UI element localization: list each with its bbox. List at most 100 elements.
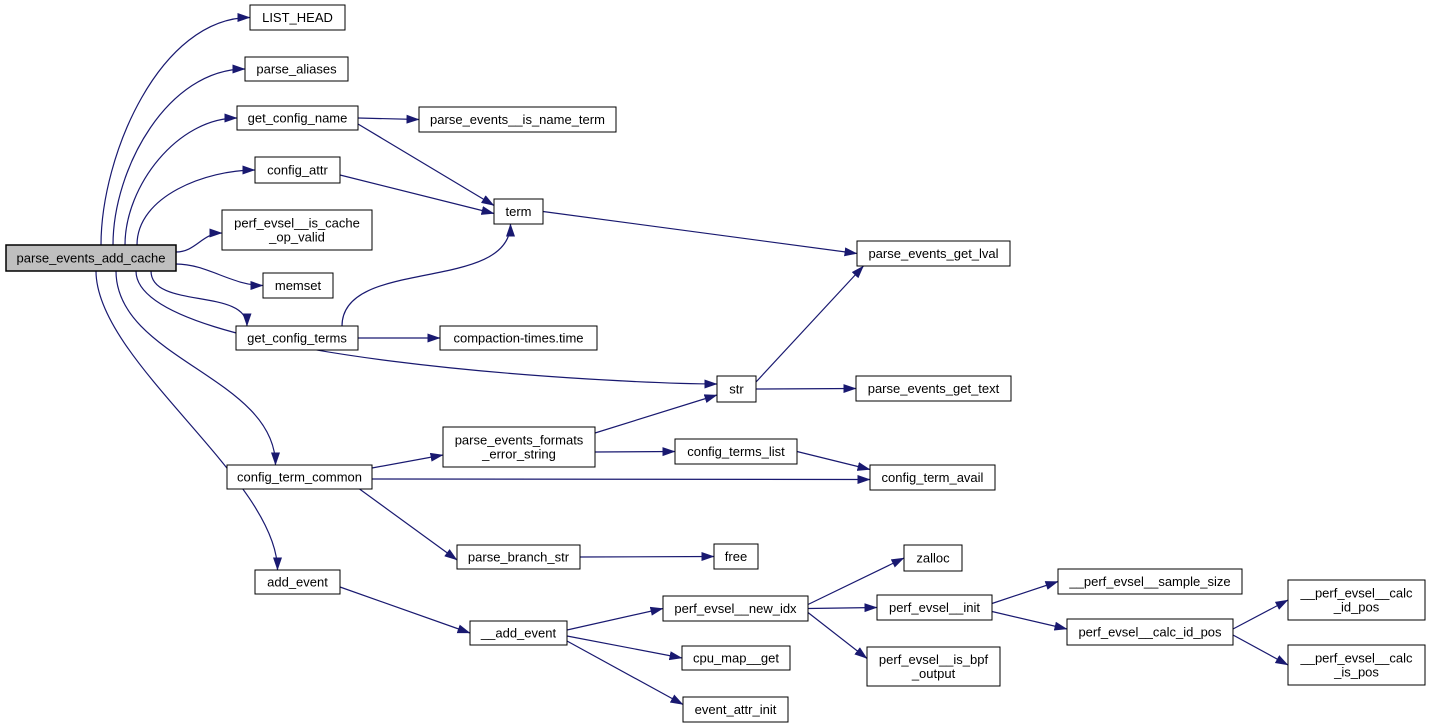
node-config_terms_list[interactable]: config_terms_list xyxy=(674,438,798,465)
node-label: perf_evsel__calc_id_pos xyxy=(1078,625,1222,640)
node-box xyxy=(855,375,1012,402)
node-box xyxy=(1057,568,1243,595)
edge-parse_events_add_cache-LIST_HEAD xyxy=(100,13,251,246)
edge-__add_event-event_attr_init xyxy=(566,640,684,706)
edge-parse_events_add_cache-get_config_terms xyxy=(150,270,252,327)
node-label: parse_events_formats_error_string xyxy=(455,433,584,462)
node-box xyxy=(1287,579,1426,621)
edge-__add_event-perf_evsel__new_idx xyxy=(566,606,664,631)
node-box xyxy=(418,106,617,133)
node-box xyxy=(713,543,759,570)
edge-parse_events_add_cache-add_event xyxy=(95,270,282,571)
node-__add_event[interactable]: __add_event xyxy=(469,620,568,646)
node-label: zalloc xyxy=(916,551,950,566)
node-parse_events_add_cache[interactable]: parse_events_add_cache xyxy=(5,244,177,272)
node-label: perf_evsel__is_bpf_output xyxy=(879,652,989,681)
node-cpu_map__get[interactable]: cpu_map__get xyxy=(681,645,791,671)
node-config_term_common[interactable]: config_term_common xyxy=(226,464,373,490)
edge-parse_events_add_cache-perf_evsel__is_cache_op_valid xyxy=(175,228,223,253)
node-label: perf_evsel__is_cache_op_valid xyxy=(234,216,360,245)
node-zalloc[interactable]: zalloc xyxy=(903,544,963,572)
node-box xyxy=(674,438,798,465)
node-label: memset xyxy=(275,278,322,293)
edge-perf_evsel__new_idx-perf_evsel__is_bpf_output xyxy=(807,612,868,659)
node-box xyxy=(221,209,373,251)
node-box xyxy=(442,426,596,468)
node-label: parse_events_get_text xyxy=(868,381,1000,396)
node-perf_evsel__new_idx[interactable]: perf_evsel__new_idx xyxy=(662,595,809,622)
node-compaction_times_time[interactable]: compaction-times.time xyxy=(439,325,598,351)
node-box xyxy=(456,544,581,570)
node-__perf_evsel__sample_size[interactable]: __perf_evsel__sample_size xyxy=(1057,568,1243,595)
node-perf_evsel__is_cache_op_valid[interactable]: perf_evsel__is_cache_op_valid xyxy=(221,209,373,251)
node-label: LIST_HEAD xyxy=(262,10,333,25)
node-label: __perf_evsel__calc_is_pos xyxy=(1299,651,1413,680)
node-perf_evsel__is_bpf_output[interactable]: perf_evsel__is_bpf_output xyxy=(866,646,1001,687)
node-label: config_term_common xyxy=(237,470,362,485)
edge-perf_evsel__new_idx-perf_evsel__init xyxy=(807,603,878,613)
edge-config_term_common-parse_branch_str xyxy=(359,488,458,561)
edge-get_config_terms-term xyxy=(341,223,515,327)
node-box xyxy=(262,272,334,299)
node-config_term_avail[interactable]: config_term_avail xyxy=(869,464,996,491)
node-label: parse_events__is_name_term xyxy=(430,112,605,127)
node-get_config_terms[interactable]: get_config_terms xyxy=(235,325,359,351)
node-box xyxy=(226,464,373,490)
node-perf_evsel__calc_id_pos[interactable]: perf_evsel__calc_id_pos xyxy=(1066,618,1234,646)
node-box xyxy=(236,105,359,131)
node-free[interactable]: free xyxy=(713,543,759,570)
node-label: parse_events_get_lval xyxy=(868,246,998,261)
node-event_attr_init[interactable]: event_attr_init xyxy=(682,696,789,723)
node-get_config_name[interactable]: get_config_name xyxy=(236,105,359,131)
node-box xyxy=(249,4,346,31)
node-str[interactable]: str xyxy=(716,375,757,403)
node-parse_events_get_lval[interactable]: parse_events_get_lval xyxy=(856,240,1011,267)
node-parse_events_formats_error_string[interactable]: parse_events_formats_error_string xyxy=(442,426,596,468)
edge-config_term_common-parse_events_formats_error_string xyxy=(371,452,444,469)
node-config_attr[interactable]: config_attr xyxy=(254,156,341,184)
edge-parse_events_formats_error_string-config_terms_list xyxy=(594,447,676,457)
node-parse_events_get_text[interactable]: parse_events_get_text xyxy=(855,375,1012,402)
node-box xyxy=(856,240,1011,267)
node-box xyxy=(254,156,341,184)
node-label: __perf_evsel__calc_id_pos xyxy=(1299,586,1413,615)
node-box xyxy=(681,645,791,671)
node-memset[interactable]: memset xyxy=(262,272,334,299)
node-term[interactable]: term xyxy=(493,198,544,225)
node-label: get_config_terms xyxy=(247,331,347,346)
node-add_event[interactable]: add_event xyxy=(254,569,341,595)
node-box xyxy=(662,595,809,622)
edge-config_terms_list-config_term_avail xyxy=(796,450,871,471)
edge-parse_events_add_cache-config_attr xyxy=(136,165,256,246)
node-perf_evsel__init[interactable]: perf_evsel__init xyxy=(876,594,993,621)
node-box xyxy=(1287,644,1426,686)
node-box xyxy=(716,375,757,403)
edge-config_term_common-config_term_avail xyxy=(371,474,871,484)
node-__perf_evsel__calc_id_pos[interactable]: __perf_evsel__calc_id_pos xyxy=(1287,579,1426,621)
node-box xyxy=(235,325,359,351)
node-box xyxy=(1066,618,1234,646)
edge-parse_events_add_cache-str xyxy=(135,270,718,389)
edge-str-parse_events_get_lval xyxy=(755,265,864,383)
node-LIST_HEAD[interactable]: LIST_HEAD xyxy=(249,4,346,31)
node-__perf_evsel__calc_is_pos[interactable]: __perf_evsel__calc_is_pos xyxy=(1287,644,1426,686)
node-box xyxy=(876,594,993,621)
edge-parse_events_add_cache-parse_aliases xyxy=(112,64,246,246)
node-label: config_term_avail xyxy=(882,470,984,485)
edge-perf_evsel__init-perf_evsel__calc_id_pos xyxy=(991,610,1068,631)
node-label: perf_evsel__init xyxy=(889,600,980,615)
edge-parse_events_add_cache-memset xyxy=(175,263,264,290)
node-parse_events__is_name_term[interactable]: parse_events__is_name_term xyxy=(418,106,617,133)
edge-parse_events_add_cache-get_config_name xyxy=(124,113,238,246)
edge-parse_events_add_cache-config_term_common xyxy=(115,270,280,466)
edge-str-parse_events_get_text xyxy=(755,384,857,394)
node-parse_branch_str[interactable]: parse_branch_str xyxy=(456,544,581,570)
edge-perf_evsel__calc_id_pos-__perf_evsel__calc_is_pos xyxy=(1232,634,1289,666)
node-box xyxy=(866,646,1001,687)
node-box xyxy=(469,620,568,646)
node-parse_aliases[interactable]: parse_aliases xyxy=(244,56,349,82)
node-label: __add_event xyxy=(480,626,557,641)
node-label: get_config_name xyxy=(248,111,348,126)
